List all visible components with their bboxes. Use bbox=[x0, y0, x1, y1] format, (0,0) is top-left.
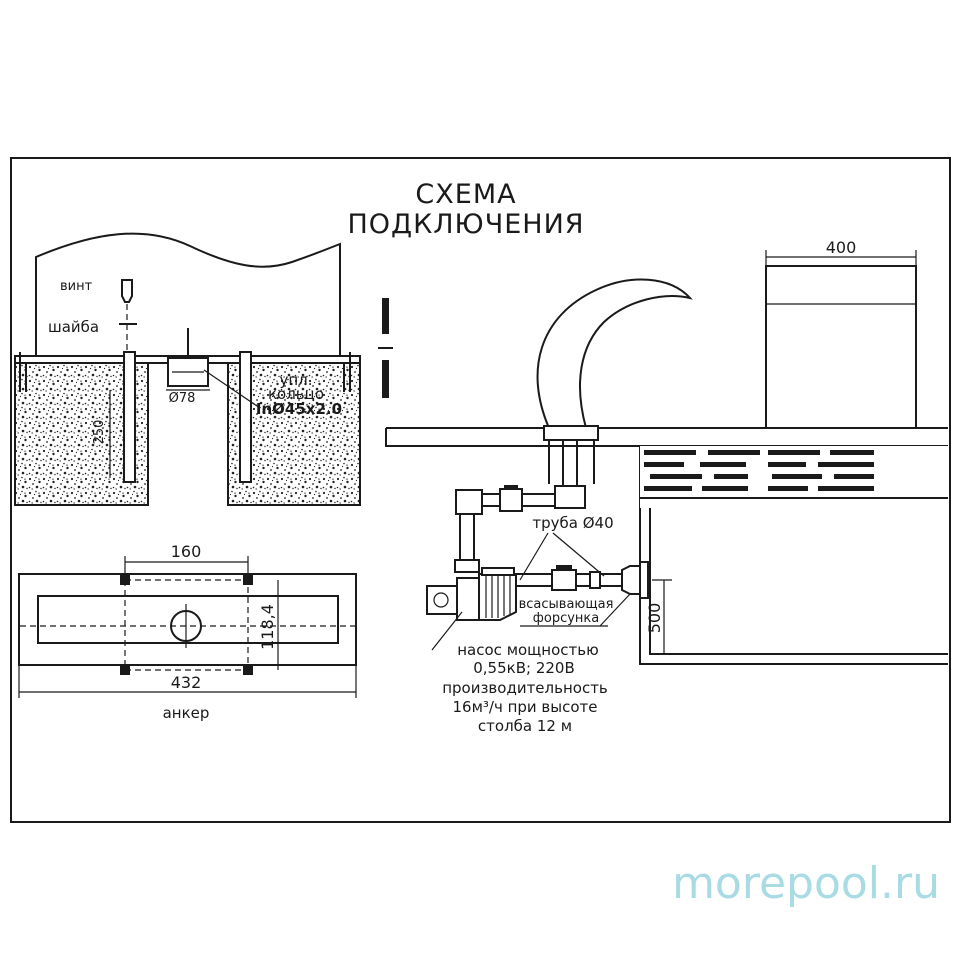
pump-label-2: 0,55кВ; 220В bbox=[473, 659, 575, 677]
pump-motor bbox=[426, 585, 458, 615]
elbow-top bbox=[554, 485, 586, 509]
nozzle-face bbox=[639, 561, 649, 599]
pipe-leader-left bbox=[519, 532, 549, 581]
screw-icon bbox=[121, 279, 133, 303]
dim-160: 160 bbox=[171, 542, 202, 561]
valve-lower-handle bbox=[556, 565, 572, 570]
plate-tab-left bbox=[19, 352, 27, 392]
plan-bolt-pattern bbox=[124, 579, 249, 671]
pump-lid bbox=[481, 567, 515, 576]
dim-118: 118,4 bbox=[258, 604, 277, 650]
anchor-bolt-left bbox=[123, 351, 136, 483]
brand-watermark: morepool.ru bbox=[672, 858, 940, 909]
plan-view: 160 118,4 432 анкер bbox=[18, 542, 357, 722]
fastener-exploded bbox=[378, 298, 393, 398]
suction-nozzle bbox=[621, 565, 641, 595]
dim-400: 400 bbox=[826, 238, 857, 257]
fastener-bottom bbox=[382, 360, 389, 398]
plan-bolt-4 bbox=[243, 665, 253, 675]
flange-dimension: Ø78 bbox=[169, 391, 196, 406]
anchor-label: анкер bbox=[163, 704, 210, 722]
diagram-frame bbox=[10, 157, 951, 823]
pump-label-5: столба 12 м bbox=[478, 717, 572, 735]
nozzle-label-1: всасывающая bbox=[519, 597, 614, 612]
suction-union bbox=[589, 571, 601, 589]
valve-upper bbox=[499, 488, 523, 512]
plan-inner-slot bbox=[37, 595, 339, 644]
pump-label-3: производительность bbox=[442, 679, 608, 697]
riser-fitting bbox=[454, 559, 480, 573]
anchor-bolt-right bbox=[239, 351, 252, 483]
fastener-top bbox=[382, 298, 389, 334]
screw-label: винт bbox=[60, 279, 93, 294]
pump-leader bbox=[431, 611, 463, 651]
plan-bolt-2 bbox=[243, 575, 253, 585]
seal-ring-label-1: упл. bbox=[279, 371, 312, 389]
dim-432: 432 bbox=[171, 673, 202, 692]
valve-lower bbox=[551, 569, 577, 591]
title-line-1: СХЕМА bbox=[415, 179, 516, 210]
curved-spout bbox=[536, 278, 693, 429]
pool-connection: 400 bbox=[385, 238, 948, 735]
plan-bolt-1 bbox=[120, 575, 130, 585]
title-line-2: ПОДКЛЮЧЕНИЯ bbox=[347, 209, 584, 240]
pipe-leader-right bbox=[552, 532, 605, 577]
pump-motor-cap bbox=[433, 592, 449, 608]
elbow-left bbox=[455, 489, 483, 515]
pump-label-1: насос мощностью bbox=[457, 641, 599, 659]
pump-strainer-fins bbox=[485, 576, 511, 618]
vertical-pipe bbox=[562, 440, 578, 488]
seal-ring-leader bbox=[203, 369, 261, 409]
riser-pipe bbox=[459, 514, 475, 564]
pump-label-4: 16м³/ч при высоте bbox=[452, 698, 597, 716]
plan-outer-plate bbox=[18, 573, 357, 666]
pipe-label: труба Ø40 bbox=[532, 514, 613, 532]
depth-dimension: 250 bbox=[92, 420, 107, 445]
overflow-grate bbox=[640, 450, 948, 499]
seal-ring-label-2: кольцо bbox=[268, 385, 324, 403]
seal-ring-label-3: InØ45x2.0 bbox=[256, 400, 342, 418]
installation-section: винт шайба 250 Ø78 упл. кольцо InØ45x2.0 bbox=[14, 232, 361, 506]
nozzle-label-2: форсунка bbox=[533, 611, 599, 626]
valve-upper-handle bbox=[504, 485, 518, 490]
plate-tab-right bbox=[343, 352, 351, 392]
dim-500: 500 bbox=[645, 603, 664, 634]
unit-box bbox=[765, 265, 917, 429]
spout-clamp bbox=[543, 425, 599, 441]
washer-label: шайба bbox=[48, 318, 99, 336]
nozzle-leader bbox=[599, 593, 631, 627]
cascade-sheet bbox=[35, 232, 341, 360]
plan-bolt-3 bbox=[120, 665, 130, 675]
